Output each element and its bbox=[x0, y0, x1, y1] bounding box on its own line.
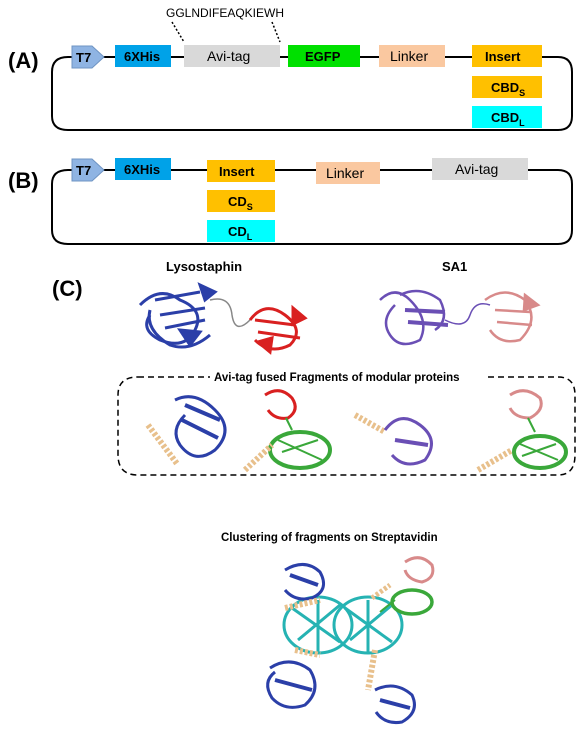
panel-b: (B) T7 6XHis Insert CDS CDL Linker Avi-t… bbox=[8, 158, 573, 245]
panel-b-label: (B) bbox=[8, 168, 39, 193]
cluster-fragment-top-right bbox=[370, 556, 435, 616]
t7-label-b: T7 bbox=[76, 163, 91, 178]
cbdl-label: CBDL bbox=[491, 110, 525, 128]
cluster-fragment-top-left bbox=[283, 563, 326, 611]
cds-label: CDS bbox=[228, 194, 253, 212]
fragment-sa1-cbd-egfp bbox=[476, 389, 568, 473]
cbds-box bbox=[472, 76, 542, 98]
cluster-title: Clustering of fragments on Streptavidin bbox=[221, 532, 438, 544]
panel-a: (A) GGLNDIFEAQKIEWH T7 6XHis Avi-tag EGF… bbox=[8, 6, 573, 131]
his-tag-label-b: 6XHis bbox=[124, 162, 160, 177]
panel-c: (C) Lysostaphin SA1 bbox=[52, 259, 576, 724]
fragment-lysostaphin-cbd-egfp bbox=[242, 389, 332, 473]
avi-tag-label-b: Avi-tag bbox=[455, 161, 498, 177]
lysostaphin-linker bbox=[209, 298, 251, 328]
linker-box-b bbox=[316, 162, 380, 184]
lysostaphin-structure bbox=[138, 282, 308, 355]
cds-box bbox=[207, 190, 275, 212]
lysostaphin-binding-domain bbox=[248, 304, 308, 355]
cbdl-box bbox=[472, 106, 542, 128]
streptavidin-cluster bbox=[266, 556, 435, 724]
sa1-linker bbox=[444, 303, 491, 325]
avi-tag-box-b bbox=[432, 158, 528, 180]
avi-tag-box-a bbox=[184, 45, 280, 67]
lysostaphin-title: Lysostaphin bbox=[166, 259, 242, 274]
streptavidin-core bbox=[282, 595, 404, 655]
cluster-fragment-bottom-left bbox=[266, 647, 321, 709]
linker-box-a bbox=[379, 45, 445, 67]
his-tag-label-a: 6XHis bbox=[124, 49, 160, 64]
cdl-box bbox=[207, 220, 275, 242]
panel-a-label: (A) bbox=[8, 48, 39, 73]
insert-label-a: Insert bbox=[485, 49, 521, 64]
sequence-dotted-line-right bbox=[271, 21, 281, 43]
insert-box-a bbox=[472, 45, 542, 67]
avi-tag-sequence: GGLNDIFEAQKIEWH bbox=[166, 6, 284, 20]
fragments-title: Avi-tag fused Fragments of modular prote… bbox=[214, 372, 460, 384]
panel-c-label: (C) bbox=[52, 276, 83, 301]
plasmid-backbone-b bbox=[51, 169, 573, 245]
insert-box-b bbox=[207, 160, 275, 182]
sa1-title: SA1 bbox=[442, 259, 467, 274]
t7-label-a: T7 bbox=[76, 50, 91, 65]
fragments-title-bg bbox=[210, 369, 486, 385]
insert-label-b: Insert bbox=[219, 164, 255, 179]
his-tag-box-a bbox=[115, 45, 171, 67]
lysostaphin-catalytic-domain bbox=[138, 282, 218, 349]
linker-label-b: Linker bbox=[326, 165, 364, 181]
linker-label-a: Linker bbox=[390, 48, 428, 64]
fragment-lysostaphin-cd bbox=[145, 395, 227, 467]
sequence-dotted-line-left bbox=[171, 21, 185, 43]
cbds-label: CBDS bbox=[491, 80, 525, 98]
t7-promoter-arrow-icon bbox=[71, 45, 105, 69]
sa1-structure bbox=[379, 289, 541, 346]
fragment-sa1-cd bbox=[353, 412, 433, 466]
cdl-label: CDL bbox=[228, 224, 253, 242]
plasmid-backbone-a bbox=[51, 56, 573, 131]
sa1-binding-domain bbox=[484, 291, 541, 343]
his-tag-box-b bbox=[115, 158, 171, 180]
t7-promoter-arrow-icon bbox=[71, 158, 105, 182]
avi-tag-label-a: Avi-tag bbox=[207, 48, 250, 64]
egfp-label: EGFP bbox=[305, 49, 341, 64]
cluster-fragment-bottom-right bbox=[365, 649, 416, 724]
sa1-catalytic-domain bbox=[379, 289, 449, 346]
egfp-box bbox=[288, 45, 360, 67]
fragments-dashed-box bbox=[117, 376, 576, 476]
